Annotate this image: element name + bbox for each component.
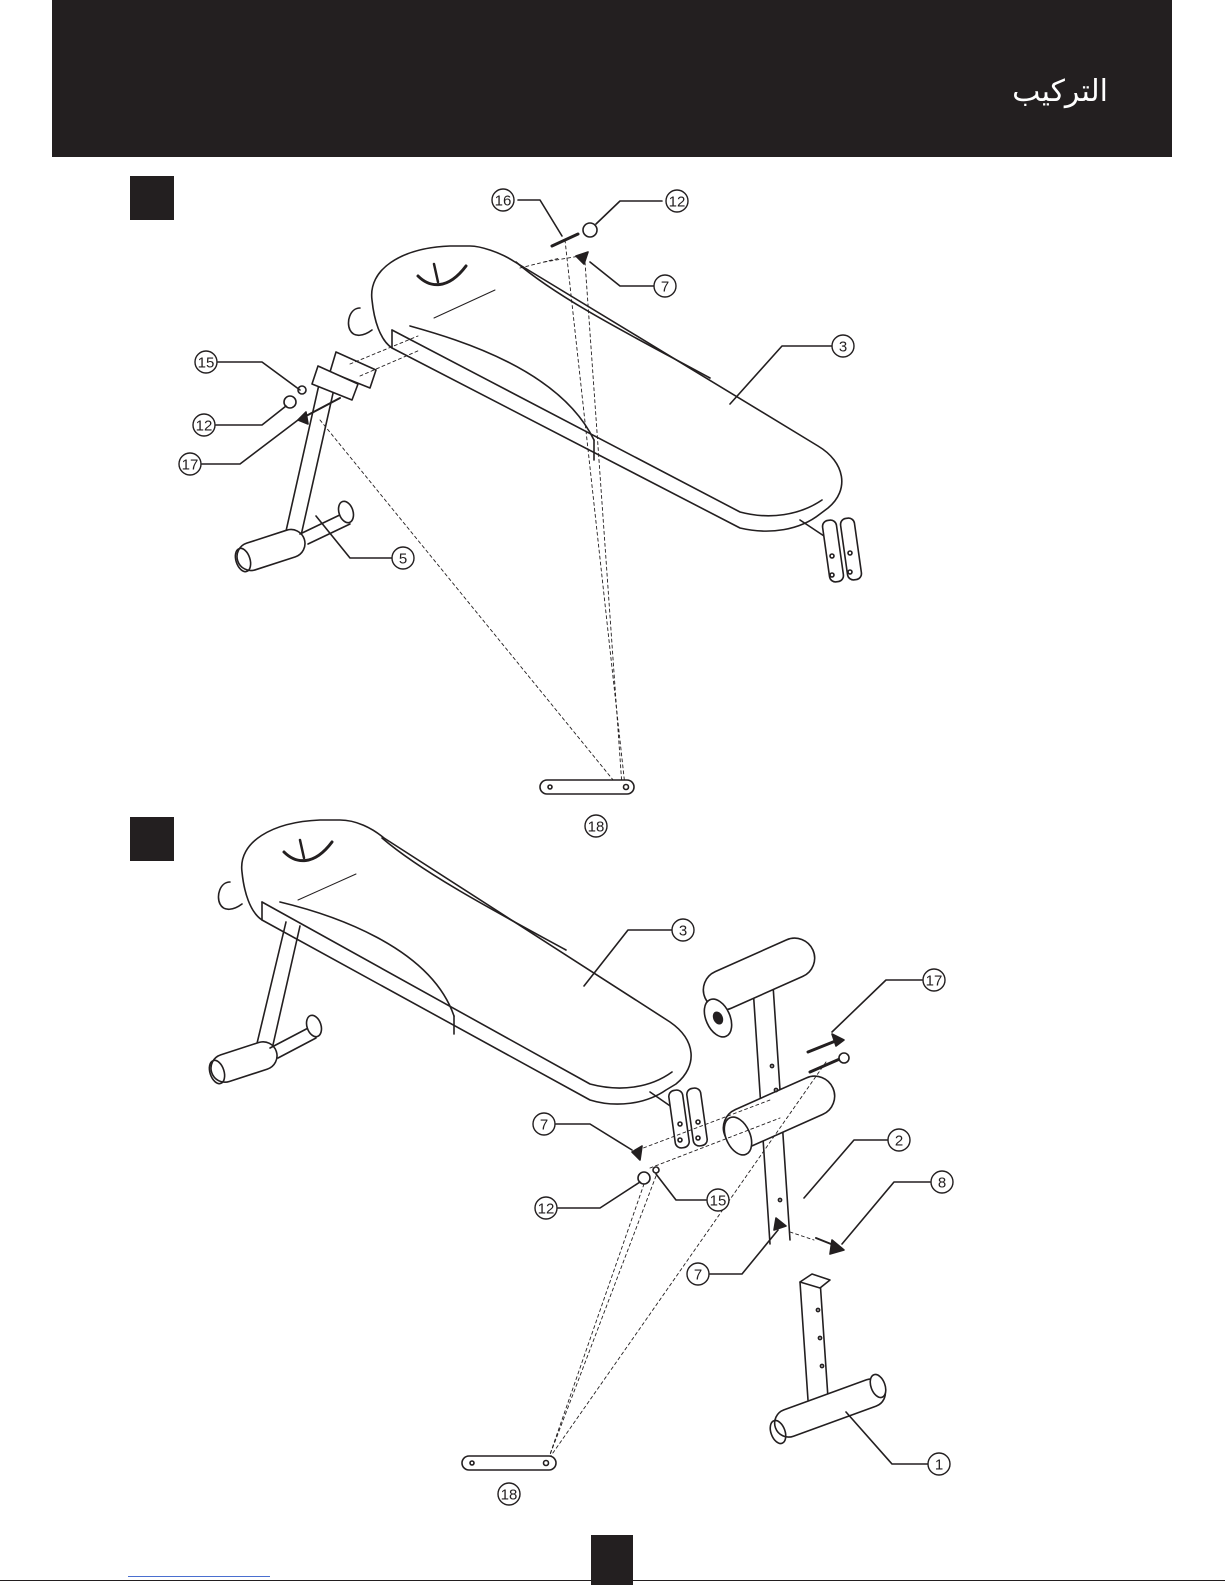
rear-leg-step2 (207, 922, 324, 1086)
bench-pad-3-step1 (372, 246, 842, 531)
rear-tube-end-2 (218, 882, 242, 909)
step-2-diagram (207, 820, 930, 1470)
callout-7: 7 (540, 1117, 548, 1134)
callout-17: 17 (926, 973, 943, 990)
callout-2: 2 (895, 1133, 903, 1150)
callout-12: 12 (196, 418, 213, 435)
callout-7: 7 (694, 1267, 702, 1284)
leader-17a (202, 420, 298, 464)
callout-1: 1 (935, 1457, 943, 1474)
leader-7a (590, 262, 654, 286)
callout-12: 12 (538, 1201, 555, 1218)
link-bar-18-step1 (540, 780, 634, 794)
leader-12a (596, 201, 662, 224)
callout-3: 3 (839, 339, 847, 356)
leader-1 (846, 1412, 928, 1464)
leader-2 (804, 1140, 888, 1198)
leader-7b (556, 1124, 632, 1150)
leader-16 (518, 200, 562, 236)
leader-12b (216, 406, 286, 425)
callout-15: 15 (710, 1193, 727, 1210)
leader-17b (832, 980, 922, 1032)
footer-link-underline (128, 1576, 270, 1577)
callout-3: 3 (679, 923, 687, 940)
callout-5: 5 (399, 551, 407, 568)
front-bracket-step2 (650, 1087, 708, 1148)
step-1-diagram (202, 200, 862, 794)
callout-8: 8 (938, 1175, 946, 1192)
rear-tube-end (348, 308, 372, 335)
callout-16: 16 (495, 193, 512, 210)
base-1 (767, 1274, 889, 1446)
callout-18: 18 (501, 1487, 518, 1504)
leader-12c (558, 1182, 640, 1208)
leader-5 (316, 516, 392, 558)
callout-7: 7 (661, 279, 669, 296)
bench-pad-3-step2 (242, 820, 691, 1104)
front-bracket-step1 (800, 517, 862, 582)
callout-15: 15 (198, 355, 215, 372)
callout-18: 18 (588, 819, 605, 836)
leader-3a (730, 346, 832, 404)
link-bar-18-step2 (462, 1456, 556, 1470)
callout-17: 17 (182, 457, 199, 474)
leader-15b (656, 1174, 706, 1200)
leader-8 (842, 1182, 930, 1244)
page-number-tab (591, 1535, 633, 1585)
leader-15a (218, 362, 300, 390)
callout-12: 12 (669, 194, 686, 211)
footer-rule (0, 1580, 1225, 1581)
leader-7c (710, 1230, 778, 1274)
